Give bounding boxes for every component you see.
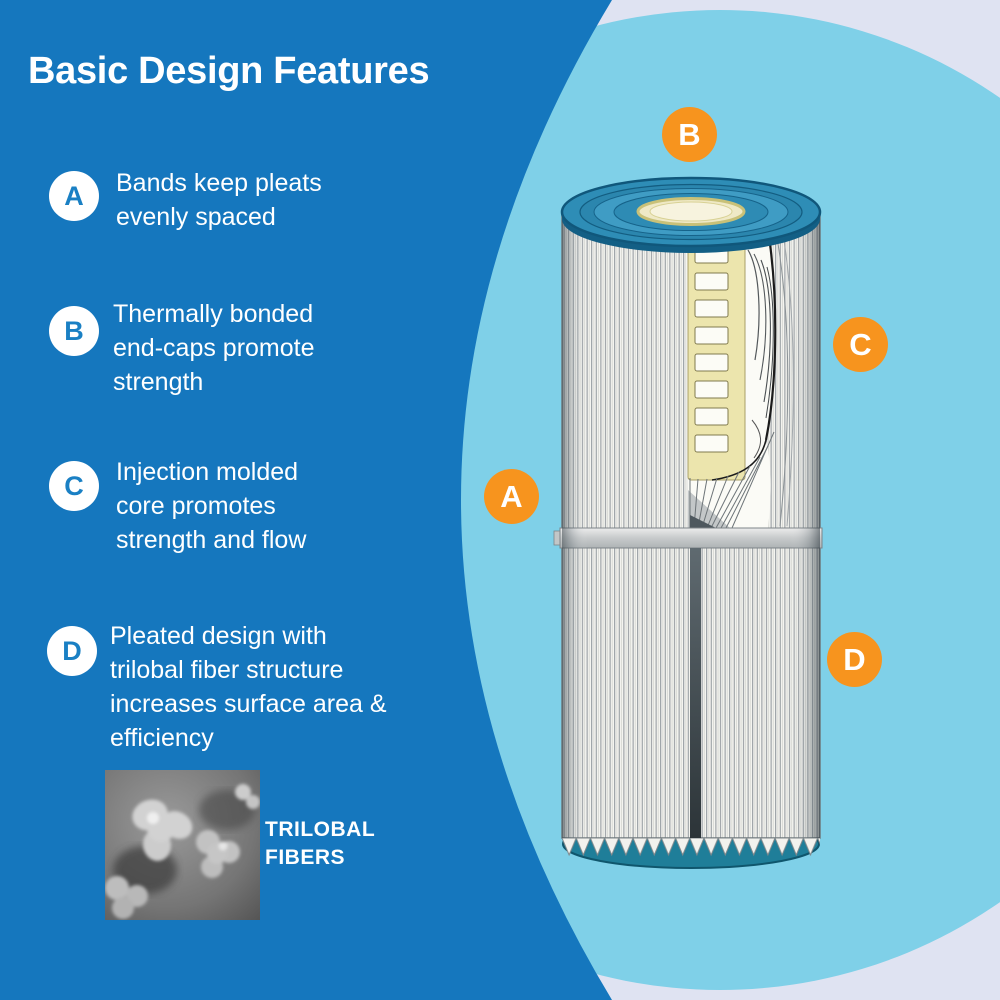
feature-text-a: Bands keep pleats evenly spaced xyxy=(116,169,322,231)
feature-text-c: Injection molded core promotes strength … xyxy=(116,458,307,554)
feature-text-b: Thermally bonded end-caps promote streng… xyxy=(113,300,315,396)
feature-badge-d: D xyxy=(47,626,97,676)
cartridge-pleat-tips xyxy=(562,838,820,860)
feature-badge-c: C xyxy=(49,461,99,511)
diagram-marker-d: D xyxy=(827,632,882,687)
feature-text-d: Pleated design with trilobal fiber struc… xyxy=(110,622,387,752)
diagram-marker-a: A xyxy=(484,469,539,524)
cartridge-shading xyxy=(562,212,820,838)
cartridge-end-cap xyxy=(560,176,822,253)
trilobal-fibers-label: TRILOBAL FIBERS xyxy=(265,818,376,870)
diagram-marker-b: B xyxy=(662,107,717,162)
trilobal-fibers-image xyxy=(105,770,260,920)
page-title: Basic Design Features xyxy=(28,50,430,92)
feature-badge-a: A xyxy=(49,171,99,221)
feature-badge-b: B xyxy=(49,306,99,356)
filter-cartridge-illustration xyxy=(553,176,823,869)
diagram-marker-c: C xyxy=(833,317,888,372)
